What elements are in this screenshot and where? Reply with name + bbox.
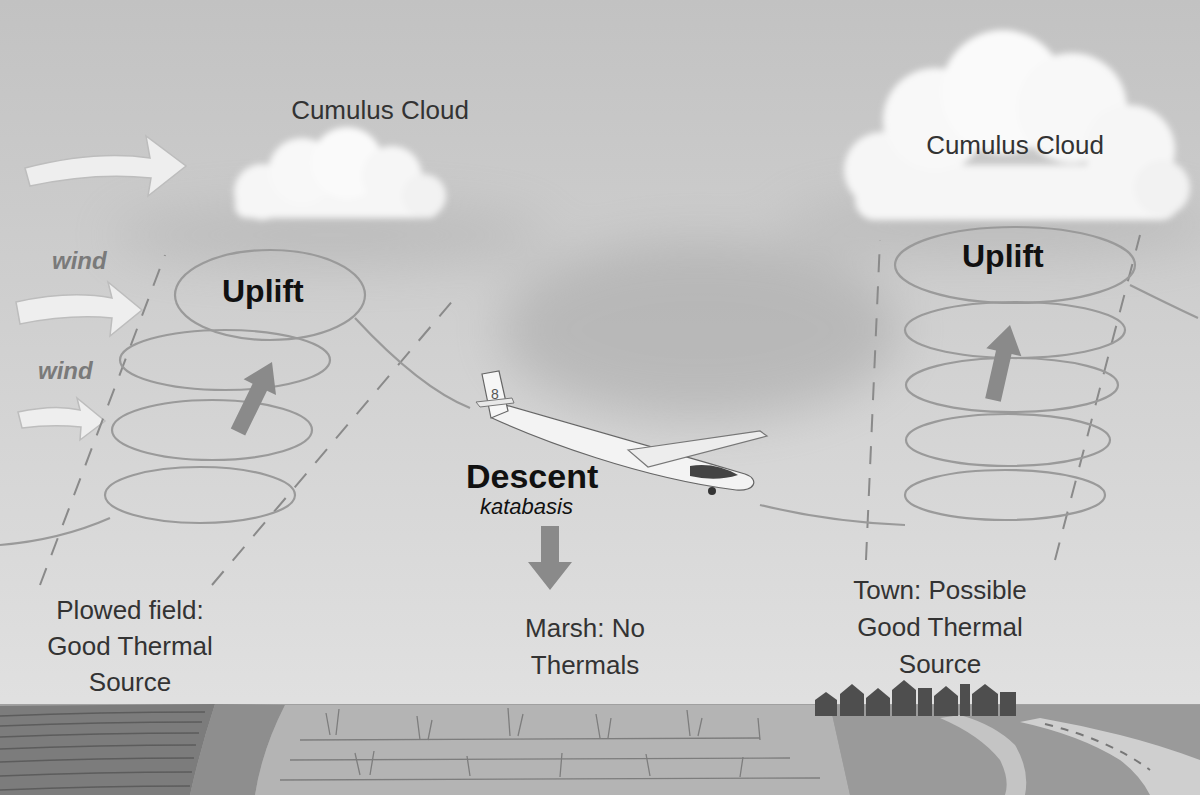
cloud-label: Cumulus Cloud (250, 95, 510, 126)
cloud-label: Cumulus Cloud (885, 130, 1145, 161)
thermal-spiral (0, 250, 470, 545)
cumulus-cloud (234, 127, 446, 220)
uplift-label: Uplift (962, 237, 1044, 275)
ground-label: Plowed field: Good Thermal Source (30, 592, 230, 700)
descent-label: Descent (466, 456, 598, 497)
uplift-label: Uplift (222, 272, 304, 310)
glider-number: 8 (491, 386, 499, 403)
katabasis-label: katabasis (480, 494, 573, 520)
thermal-spiral (760, 227, 1198, 525)
wind-label: wind (38, 356, 93, 385)
wind-arrows (16, 136, 186, 440)
column-dashes (40, 235, 1140, 585)
ground-label: Marsh: No Thermals (495, 610, 675, 684)
uplift-arrow (985, 325, 1021, 402)
uplift-arrow (231, 362, 276, 436)
descent-arrow (528, 526, 572, 590)
town-houses (815, 680, 1016, 716)
ground (0, 680, 1200, 795)
ground-label: Town: Possible Good Thermal Source (833, 572, 1048, 683)
cumulus-cloud (844, 30, 1190, 220)
wind-label: wind (52, 246, 107, 275)
